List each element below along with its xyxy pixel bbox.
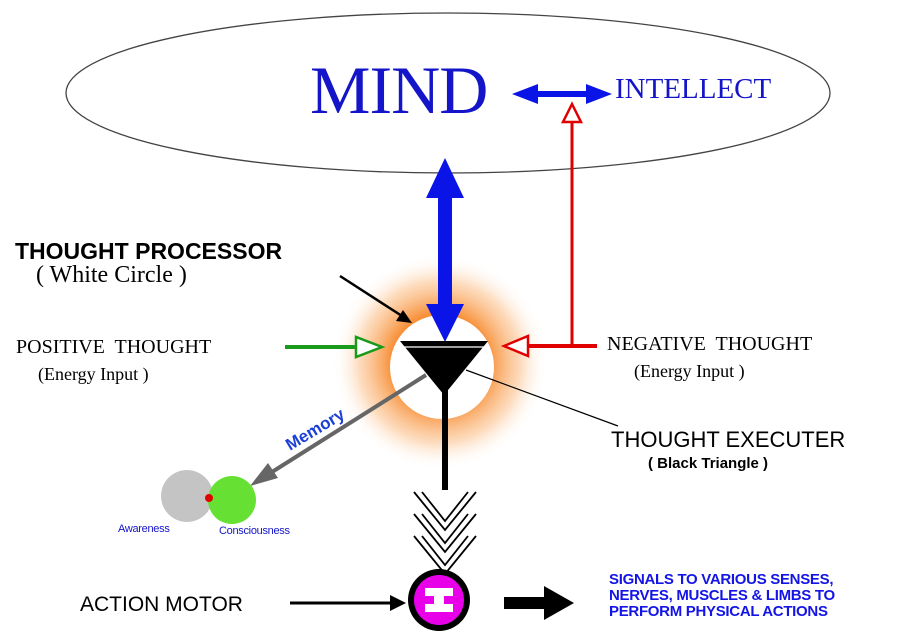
signals-line-2: NERVES, MUSCLES & LIMBS TO [609,587,835,604]
executer-subtitle: ( Black Triangle ) [648,455,769,472]
black-triangle [400,341,488,395]
consciousness-circle [208,476,256,524]
mind-processor-arrow [426,158,464,342]
positive-input-arrow [285,335,386,359]
consciousness-label: Consciousness [219,525,290,537]
processor-subtitle: ( White Circle ) [36,262,187,288]
action-motor-pointer [290,595,406,611]
signals-line-3: PERFORM PHYSICAL ACTIONS [609,603,828,620]
processor-pointer [339,274,412,323]
executer-title: THOUGHT EXECUTER [611,427,846,452]
intellect-label: INTELLECT [615,73,772,105]
memory-arrow [250,373,428,486]
executer-pointer [465,369,619,427]
executer-output-line [442,390,448,490]
mind-intellect-arrow [512,84,612,104]
action-motor-label: ACTION MOTOR [80,593,243,616]
awareness-point [205,494,213,502]
processor-title: THOUGHT PROCESSOR [15,238,283,264]
output-chevrons [413,491,477,576]
negative-subtitle: (Energy Input ) [634,361,745,381]
awareness-circle [161,470,213,522]
negative-feedback-line [560,101,595,348]
negative-input-arrow [500,334,597,358]
positive-title: POSITIVE THOUGHT [16,336,212,358]
negative-title: NEGATIVE THOUGHT [607,333,813,355]
signals-line-1: SIGNALS TO VARIOUS SENSES, [609,571,834,588]
mind-label: MIND [310,52,488,128]
awareness-label: Awareness [118,523,170,535]
positive-subtitle: (Energy Input ) [38,364,149,384]
signals-arrow [504,586,574,620]
action-motor [408,569,470,631]
